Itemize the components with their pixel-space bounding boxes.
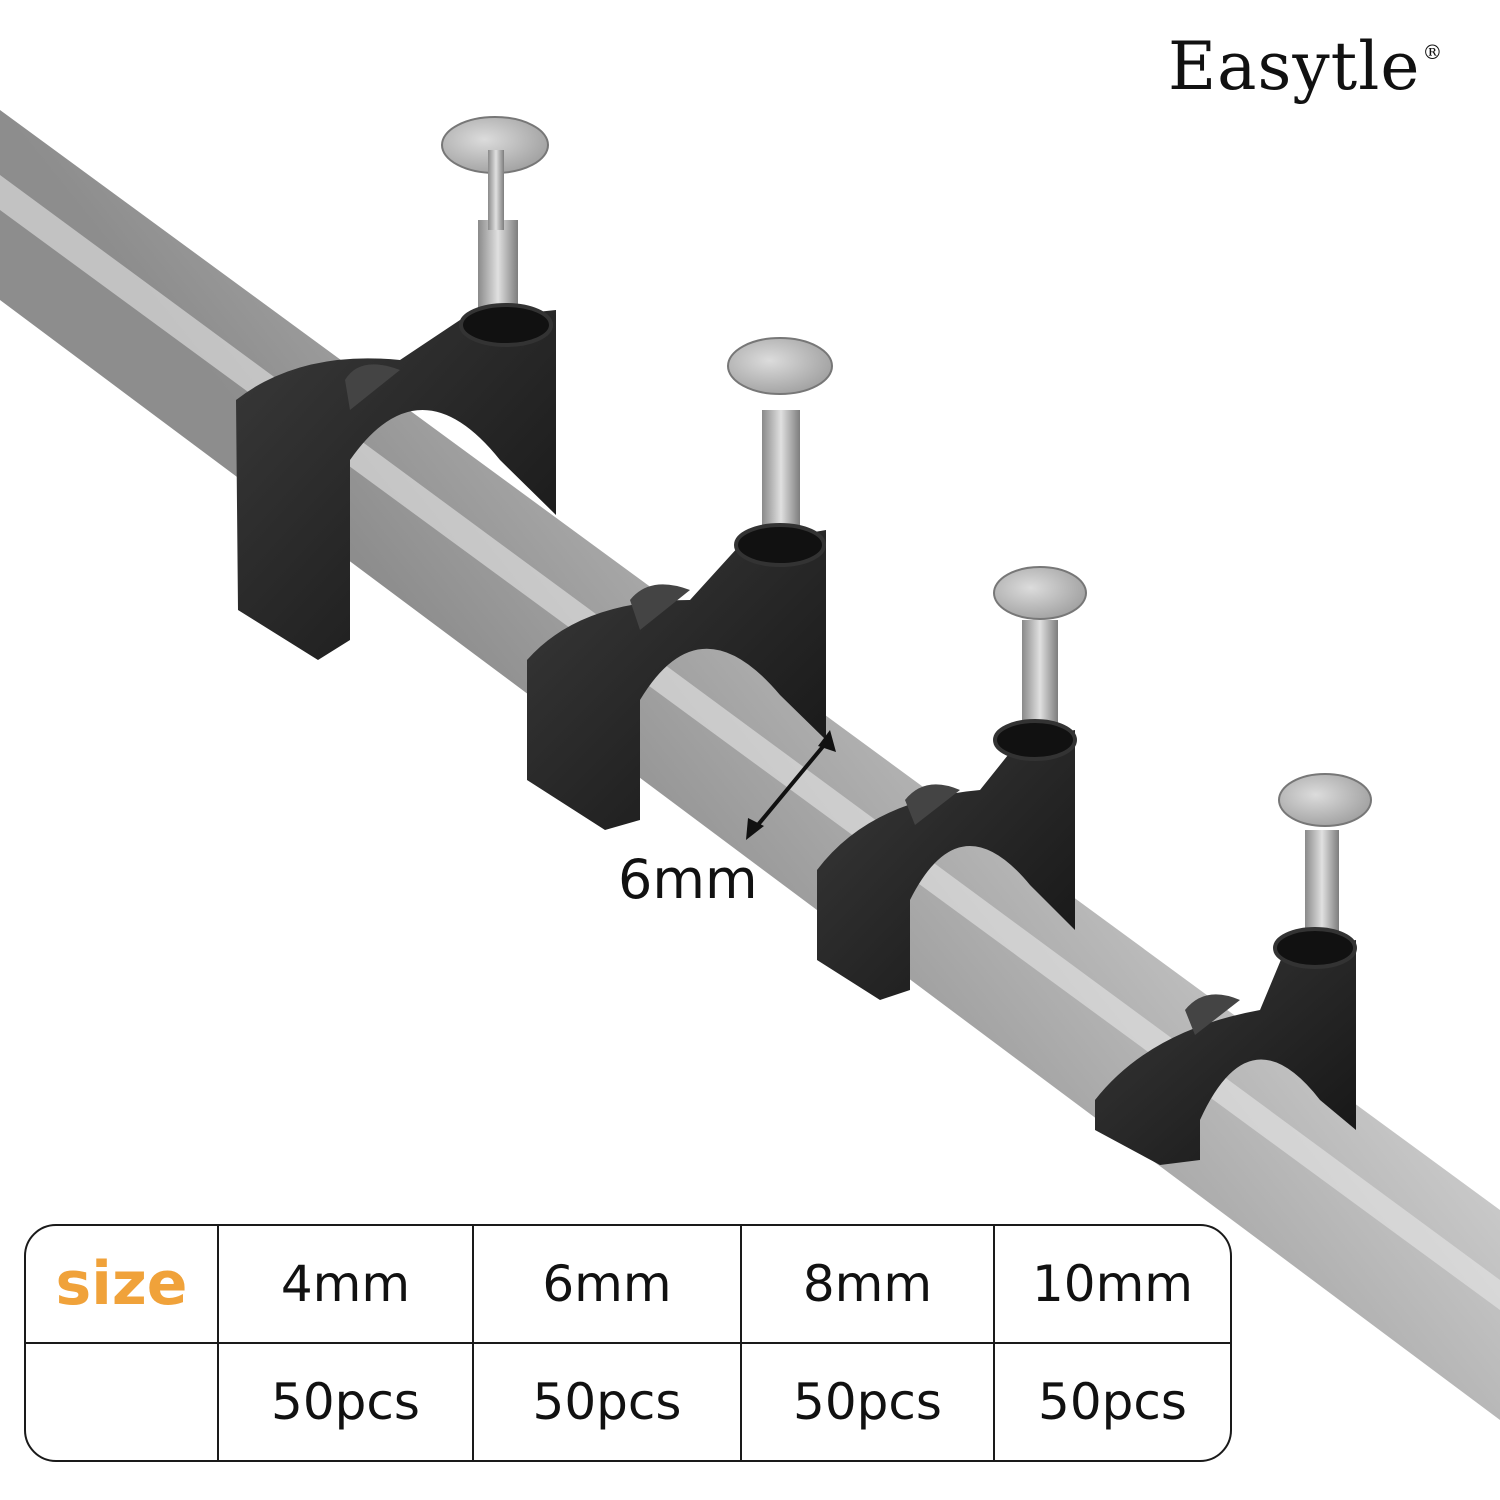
cable-clip-1 bbox=[236, 116, 556, 660]
cable-clip-4 bbox=[1095, 773, 1372, 1165]
table-row-quantities: 50pcs 50pcs 50pcs 50pcs bbox=[26, 1344, 1230, 1460]
quantity-cell: 50pcs bbox=[1038, 1373, 1187, 1431]
size-header: size bbox=[26, 1226, 219, 1344]
size-table: size 4mm 6mm 8mm 10mm 50pcs 50pcs 50pcs … bbox=[24, 1224, 1232, 1462]
cable-highlight bbox=[0, 175, 1500, 1310]
brand-logo: Easytle® bbox=[1168, 28, 1443, 105]
quantity-cell: 50pcs bbox=[219, 1344, 474, 1460]
quantity-cell: 50pcs bbox=[742, 1344, 995, 1460]
quantity-cell: 50pcs bbox=[474, 1344, 742, 1460]
dimension-label: 6mm bbox=[618, 848, 758, 911]
brand-name: Easytle bbox=[1168, 28, 1421, 105]
cable-clip-3 bbox=[817, 566, 1087, 1000]
size-cell: 10mm bbox=[995, 1226, 1230, 1344]
cable-clip-2 bbox=[527, 337, 833, 830]
table-row-sizes: size 4mm 6mm 8mm 10mm bbox=[26, 1226, 1230, 1344]
empty-cell bbox=[26, 1344, 219, 1460]
size-cell: 8mm bbox=[742, 1226, 995, 1344]
dimension-arrow bbox=[746, 730, 836, 840]
size-cell: 6mm bbox=[474, 1226, 742, 1344]
size-cell: 4mm bbox=[219, 1226, 474, 1344]
registered-mark: ® bbox=[1422, 40, 1444, 64]
